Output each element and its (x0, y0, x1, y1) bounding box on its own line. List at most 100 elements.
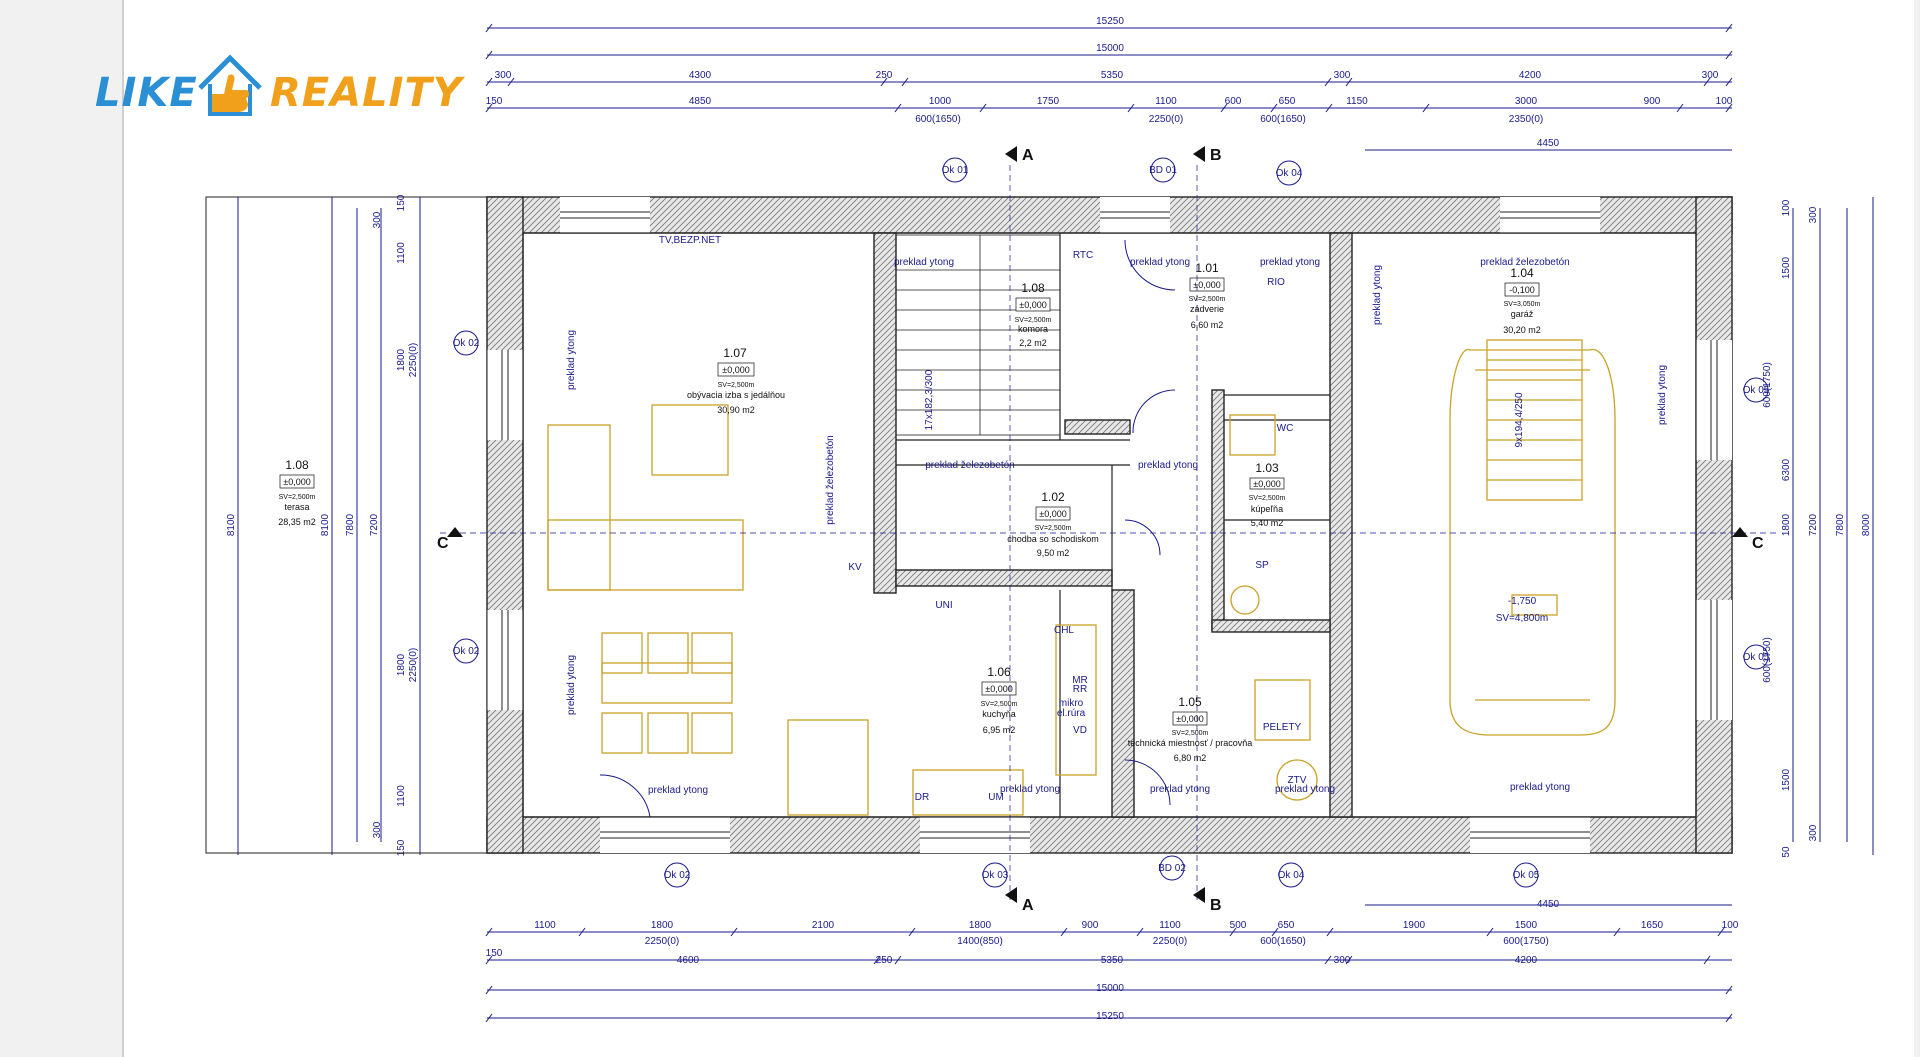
svg-text:±0,000: ±0,000 (1176, 714, 1203, 724)
room-1-02: 1.02 ±0,000 SV=2,500m chodba so schodisk… (1007, 490, 1099, 558)
dim-bot-sub-0: 2250(0) (645, 936, 679, 947)
lintel-12: preklad ytong (1275, 784, 1335, 795)
dim-left-9: 300 (372, 211, 383, 228)
lintel-5: preklad železobetón (925, 460, 1015, 471)
window-tag-ok03 (982, 862, 1008, 888)
dim-top-r1-0: 300 (495, 70, 512, 81)
dim-left-0: 8100 (226, 513, 237, 536)
dim-left-12: 150 (396, 839, 407, 856)
lintel-8: preklad ytong (566, 655, 577, 715)
dim-right-8: 1800 (1781, 513, 1792, 536)
logo: LIKE REALITY (95, 48, 462, 128)
svg-text:SV=2,500m: SV=2,500m (718, 382, 755, 389)
lintel-15: preklad ytong (1657, 365, 1668, 425)
lintel-2: preklad ytong (1260, 257, 1320, 268)
room-1-08-komora: 1.08 ±0,000 SV=2,500m komora 2,2 m2 (1015, 281, 1052, 348)
room-1-05: 1.05 ±0,000 SV=2,500m technická miestnos… (1128, 695, 1252, 763)
dim-right-3: 6300 (1781, 458, 1792, 481)
svg-text:1.01: 1.01 (1195, 261, 1219, 275)
chl-label: CHL (1054, 625, 1074, 636)
dim-top-r2-10: 100 (1716, 96, 1733, 107)
svg-text:±0,000: ±0,000 (722, 365, 749, 375)
ztv-label: ZTV (1288, 775, 1307, 786)
dim-bot-overall: 15250 (1096, 1011, 1124, 1022)
room-1-01: 1.01 ±0,000 SV=2,500m zádverie 6,60 m2 (1189, 261, 1226, 330)
dim-bot-r1-7: 650 (1278, 920, 1295, 931)
svg-text:SV=2,500m: SV=2,500m (1035, 525, 1072, 532)
dim-bot-r1-4: 900 (1082, 920, 1099, 931)
dim-top-sub-3: 2350(0) (1509, 114, 1543, 125)
right-edge (1914, 0, 1920, 1057)
svg-text:1.08: 1.08 (285, 458, 309, 472)
window-tag-ok01 (942, 157, 968, 183)
stair-label: 17x182,3/300 (924, 369, 935, 430)
dim-bot-r2-5: 4200 (1515, 955, 1538, 966)
window-label-ok05-b: Ok 05 (1743, 652, 1770, 663)
window-tag-ok04-bottom (1278, 862, 1304, 888)
svg-text:6,80 m2: 6,80 m2 (1174, 753, 1207, 763)
svg-text:SV=3,050m: SV=3,050m (1504, 301, 1541, 308)
dr-label: DR (915, 792, 929, 803)
svg-text:SV=2,500m: SV=2,500m (1015, 317, 1052, 324)
svg-text:SV=2,500m: SV=2,500m (1172, 730, 1209, 737)
section-a-bottom: A (1022, 897, 1034, 914)
lintel-1: preklad ytong (1130, 257, 1190, 268)
logo-reality-text: REALITY (270, 70, 463, 116)
dim-left-5: 1800 (396, 348, 407, 371)
svg-text:obývacia izba s jedálňou: obývacia izba s jedálňou (687, 390, 785, 400)
dim-top-r1-6: 300 (1702, 70, 1719, 81)
room-1-03: 1.03 ±0,000 SV=2,500m kúpeľňa 5,40 m2 (1249, 461, 1286, 528)
svg-text:SV=2,500m: SV=2,500m (1249, 495, 1286, 502)
svg-text:1.07: 1.07 (723, 346, 747, 360)
dim-bot-r1-10: 1650 (1641, 920, 1664, 931)
dim-top-r2-0: 150 (486, 96, 503, 107)
window-tag-bd02 (1159, 855, 1185, 881)
room-1-08-terasa: 1.08 ±0,000 SV=2,500m terasa 28,35 m2 (278, 458, 316, 527)
dim-top-sub-0: 600(1650) (915, 114, 961, 125)
svg-text:1.05: 1.05 (1178, 695, 1202, 709)
dim-right-6: 1500 (1781, 256, 1792, 279)
floor-plan: A B A B C C Ok 01 Ok 02 Ok 02 Ok 02 Ok 0… (205, 16, 1874, 1023)
dim-bot-r1-6: 500 (1230, 920, 1247, 931)
window-tag-ok05-bottom (1513, 862, 1539, 888)
wc-label: WC (1277, 423, 1294, 434)
dim-bot-r1-8: 1900 (1403, 920, 1426, 931)
section-c-right: C (1752, 535, 1764, 552)
room-1-07: 1.07 ±0,000 SV=2,500m obývacia izba s je… (687, 346, 785, 415)
window-tag-ok05-a (1743, 377, 1769, 403)
dim-right-2: 7200 (1808, 513, 1819, 536)
dim-top-r2-3: 1750 (1037, 96, 1060, 107)
dim-left-10: 300 (372, 821, 383, 838)
window-label-ok02-a: Ok 02 (453, 338, 480, 349)
section-a-top: A (1022, 147, 1034, 164)
dim-bot-r2-1: 4600 (677, 955, 700, 966)
svg-text:30,20 m2: 30,20 m2 (1503, 325, 1541, 335)
svg-text:±0,000: ±0,000 (1019, 300, 1046, 310)
garage-sv: SV=4,800m (1496, 613, 1549, 624)
garage-level: -1,750 (1508, 596, 1537, 607)
dim-top-sub-2: 600(1650) (1260, 114, 1306, 125)
rr-label: RR (1073, 684, 1087, 695)
elruo-label: el.rúra (1057, 708, 1086, 719)
svg-text:garáž: garáž (1511, 309, 1534, 319)
svg-text:kuchyňa: kuchyňa (982, 709, 1016, 719)
house-thumb-icon (198, 54, 262, 116)
dim-left-6: 1800 (396, 653, 407, 676)
section-b-top: B (1210, 147, 1222, 164)
dim-top-overall: 15250 (1096, 16, 1124, 27)
dim-bot-r1-0: 1100 (534, 920, 556, 931)
dim-top-r2-1: 4850 (689, 96, 712, 107)
dim-top-r2-7: 1150 (1346, 96, 1368, 107)
dim-top-r1-2: 250 (876, 70, 893, 81)
window-label-bd01: BD 01 (1149, 165, 1177, 176)
window-label-ok05-a: Ok 05 (1743, 385, 1770, 396)
left-gutter (0, 0, 124, 1057)
dim-top-r1-4: 300 (1334, 70, 1351, 81)
dim-bot-sub-2: 2250(0) (1153, 936, 1187, 947)
lintel-6: preklad ytong (1138, 460, 1198, 471)
svg-text:terasa: terasa (284, 502, 309, 512)
rio-label: RIO (1267, 277, 1285, 288)
dim-top-r1-1: 4300 (689, 70, 712, 81)
dim-top-sub-1: 2250(0) (1149, 114, 1183, 125)
dim-right-4: 600(1750) (1762, 362, 1773, 408)
